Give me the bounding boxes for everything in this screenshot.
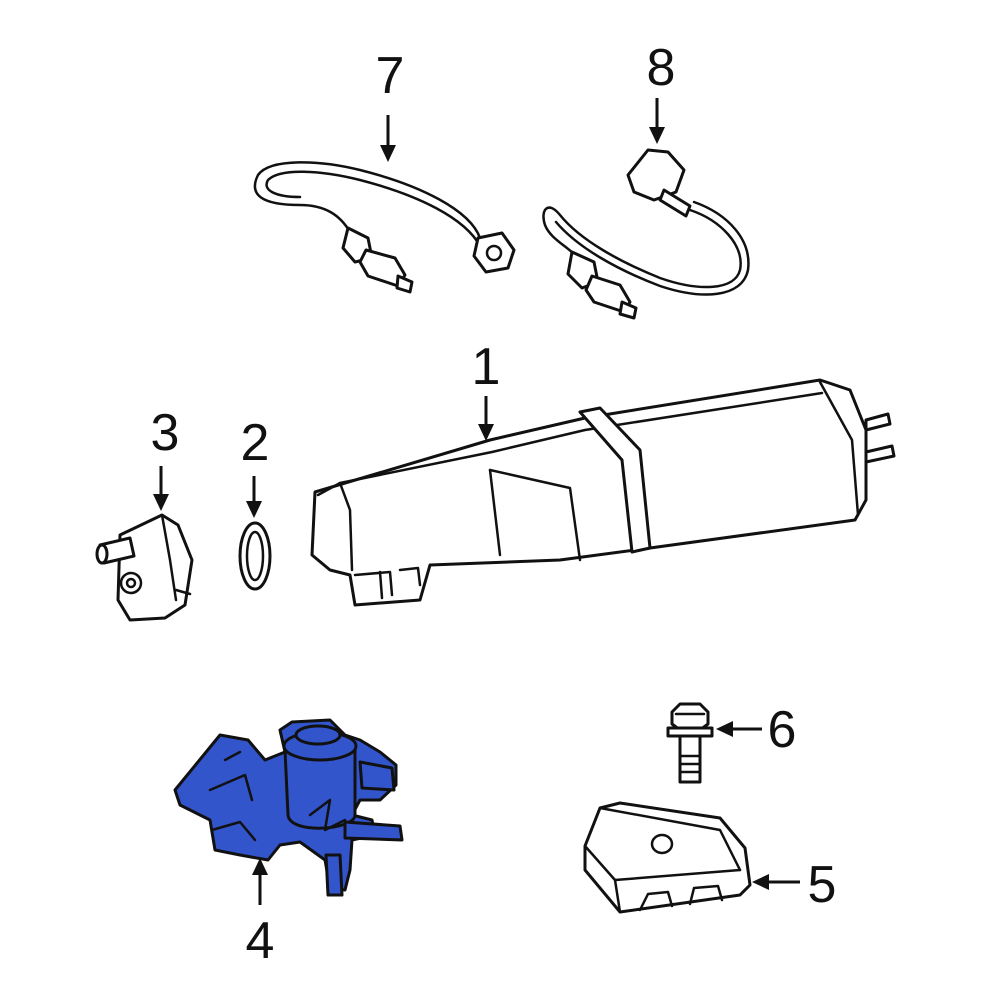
part-6-bolt[interactable]: [666, 702, 714, 784]
callout-6-arrowhead: [716, 721, 733, 737]
part-4-leak-detection-pump[interactable]: [173, 718, 404, 897]
callout-5-label: 5: [808, 856, 837, 914]
callout-2-label: 2: [241, 414, 270, 472]
callout-8-arrowhead: [649, 127, 665, 144]
callout-2: 2: [241, 414, 270, 518]
part-5-module[interactable]: [583, 801, 752, 914]
callout-4: 4: [246, 858, 275, 970]
callout-4-label: 4: [246, 912, 275, 970]
callout-1-label: 1: [472, 338, 501, 396]
callout-5: 5: [752, 856, 836, 914]
callout-8-label: 8: [647, 39, 676, 97]
callout-4-arrowhead: [252, 858, 268, 875]
callout-3-arrowhead: [153, 494, 169, 511]
part-2-seal[interactable]: [238, 521, 272, 591]
part-8-oxygen-sensor[interactable]: [542, 148, 750, 320]
callout-2-arrowhead: [246, 501, 262, 518]
callout-7-arrowhead: [380, 145, 396, 162]
callout-7-label: 7: [376, 47, 405, 105]
callout-8: 8: [647, 39, 676, 144]
callout-6-label: 6: [768, 701, 797, 759]
callout-1-arrowhead: [478, 424, 494, 441]
part-7-oxygen-sensor[interactable]: [253, 161, 516, 294]
part-3-sensor[interactable]: [95, 513, 194, 622]
part-1-canister[interactable]: [310, 378, 896, 607]
callout-3: 3: [151, 404, 180, 511]
callout-6: 6: [716, 701, 796, 759]
callout-3-label: 3: [151, 404, 180, 462]
callout-7: 7: [376, 47, 405, 162]
callout-1: 1: [472, 338, 501, 441]
callout-5-arrowhead: [752, 874, 769, 890]
